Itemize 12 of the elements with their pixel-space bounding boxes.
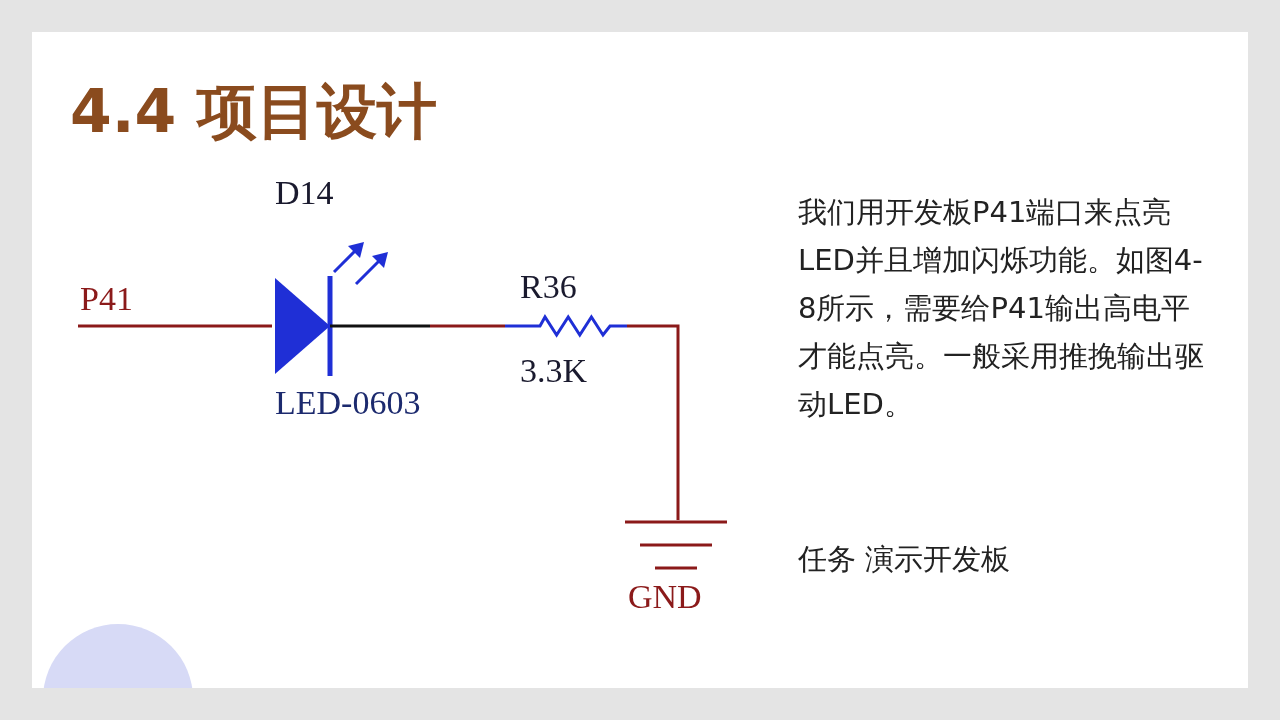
description-text: 我们用开发板P41端口来点亮LED并且增加闪烁功能。如图4-8所示，需要给P41输出高电平才能点亮。一般采用推挽输出驱动LED。: [798, 194, 1205, 423]
wire: [464, 324, 505, 328]
component-designator: D14: [275, 174, 334, 212]
part-number: LED-0603: [275, 384, 421, 422]
component-value: 3.3K: [520, 352, 588, 390]
net-label: P41: [80, 280, 133, 318]
wire: [78, 324, 272, 328]
component-designator: R36: [520, 268, 577, 306]
slide-title: 4.4 项目设计: [70, 75, 438, 148]
wire: [627, 324, 680, 520]
net-label: GND: [628, 578, 702, 616]
task-text: 任务 演示开发板: [798, 541, 1012, 578]
